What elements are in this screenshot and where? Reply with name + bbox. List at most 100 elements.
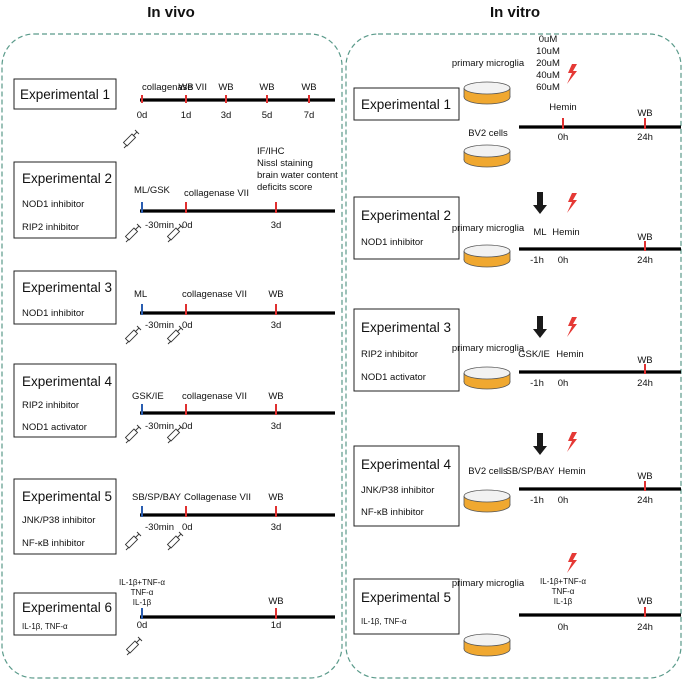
arrow-down-icon	[533, 316, 547, 338]
syringe-icon	[125, 531, 142, 551]
agent-label: IL-1β, TNF-α	[361, 617, 407, 626]
svg-text:0h: 0h	[558, 132, 569, 143]
in-vivo-experiment-3: Experimental 3 NOD1 inhibitor ML collage…	[13, 270, 335, 345]
experiment-title: Experimental 3	[22, 280, 112, 295]
in-vitro-header: In vitro	[490, 4, 540, 21]
svg-text:collagenase VII: collagenase VII	[182, 391, 247, 402]
svg-text:1d: 1d	[181, 110, 192, 121]
culture-dish-icon	[463, 489, 511, 513]
experiment-title: Experimental 2	[361, 208, 451, 223]
svg-text:0h: 0h	[558, 495, 569, 506]
arrow-down-icon	[533, 433, 547, 455]
svg-text:ML: ML	[134, 289, 147, 300]
svg-text:-1h: -1h	[530, 495, 544, 506]
experiment-label-box	[13, 78, 117, 110]
svg-text:IL-1β: IL-1β	[554, 597, 573, 606]
svg-text:-1h: -1h	[530, 255, 544, 266]
lightning-icon	[567, 317, 577, 337]
svg-text:IF/IHC: IF/IHC	[257, 146, 285, 157]
svg-text:3d: 3d	[271, 320, 282, 331]
svg-text:0h: 0h	[558, 255, 569, 266]
svg-text:0h: 0h	[558, 622, 569, 633]
experiment-label-box	[353, 196, 460, 260]
svg-text:WB: WB	[637, 232, 652, 243]
svg-text:24h: 24h	[637, 622, 653, 633]
svg-text:deficits score: deficits score	[257, 182, 312, 193]
agent-label: RIP2 inhibitor	[22, 400, 79, 411]
svg-text:SB/SP/BAY: SB/SP/BAY	[132, 492, 182, 503]
svg-text:1d: 1d	[271, 620, 282, 631]
svg-text:ML/GSK: ML/GSK	[134, 185, 171, 196]
svg-text:60uM: 60uM	[536, 82, 560, 93]
agent-label: NOD1 inhibitor	[22, 199, 84, 210]
cell-type-label: primary microglia	[452, 223, 525, 234]
cell-type-label: primary microglia	[452, 343, 525, 354]
experiment-title: Experimental 2	[22, 171, 112, 186]
svg-text:WB: WB	[268, 391, 283, 402]
svg-text:3d: 3d	[271, 220, 282, 231]
lightning-icon	[567, 193, 577, 213]
agent-label: RIP2 inhibitor	[361, 349, 418, 360]
experiment-title: Experimental 3	[361, 320, 451, 335]
svg-text:WB: WB	[259, 82, 274, 93]
svg-text:-30min: -30min	[145, 421, 174, 432]
in-vitro-experiment-4: Experimental 4 JNK/P38 inhibitor NF-κB i…	[353, 432, 681, 527]
svg-text:0d: 0d	[137, 110, 148, 121]
culture-dish-icon	[463, 244, 511, 268]
experiment-title: Experimental 5	[22, 489, 112, 504]
experiment-title: Experimental 4	[22, 374, 113, 389]
svg-text:0uM: 0uM	[539, 34, 558, 45]
svg-text:IL-1β: IL-1β	[133, 598, 152, 607]
in-vitro-experiment-5: Experimental 5 IL-1β, TNF-α primary micr…	[353, 553, 681, 657]
culture-dish-icon	[463, 81, 511, 105]
arrow-down-icon	[533, 192, 547, 214]
svg-text:-30min: -30min	[145, 220, 174, 231]
svg-text:WB: WB	[301, 82, 316, 93]
lightning-icon	[567, 64, 577, 84]
experiment-label-box	[13, 478, 117, 555]
svg-text:collagenase VII: collagenase VII	[184, 188, 249, 199]
syringe-icon	[126, 636, 143, 656]
syringe-icon	[123, 129, 140, 149]
agent-label: NOD1 activator	[22, 422, 87, 433]
svg-text:IL-1β+TNF-α: IL-1β+TNF-α	[119, 578, 165, 587]
svg-text:7d: 7d	[304, 110, 315, 121]
culture-dish-icon	[463, 144, 511, 168]
svg-text:WB: WB	[637, 471, 652, 482]
experiment-title: Experimental 4	[361, 457, 452, 472]
experiment-label-box	[13, 363, 117, 438]
svg-text:3d: 3d	[271, 421, 282, 432]
svg-text:0d: 0d	[137, 620, 148, 631]
agent-label: NF-κB inhibitor	[22, 538, 85, 549]
in-vivo-experiment-6: Experimental 6 IL-1β, TNF-α IL-1β+TNF-α …	[13, 578, 335, 656]
svg-text:IL-1β+TNF-α: IL-1β+TNF-α	[540, 577, 586, 586]
lightning-icon	[567, 432, 577, 452]
svg-text:-1h: -1h	[530, 378, 544, 389]
svg-text:0h: 0h	[558, 378, 569, 389]
experiment-title: Experimental 1	[361, 97, 451, 112]
culture-dish-icon	[463, 633, 511, 657]
svg-text:collagenase VII: collagenase VII	[182, 289, 247, 300]
syringe-icon	[125, 325, 142, 345]
svg-text:10uM: 10uM	[536, 46, 560, 57]
svg-text:40uM: 40uM	[536, 70, 560, 81]
svg-text:WB: WB	[268, 492, 283, 503]
svg-text:20uM: 20uM	[536, 58, 560, 69]
in-vivo-experiment-4: Experimental 4 RIP2 inhibitor NOD1 activ…	[13, 363, 335, 444]
svg-text:-30min: -30min	[145, 522, 174, 533]
experiment-label-box	[353, 445, 460, 527]
svg-text:5d: 5d	[262, 110, 273, 121]
svg-text:WB: WB	[218, 82, 233, 93]
syringe-icon	[125, 424, 142, 444]
svg-text:0d: 0d	[182, 220, 193, 231]
in-vivo-experiment-5: Experimental 5 JNK/P38 inhibitor NF-κB i…	[13, 478, 335, 555]
svg-text:Nissl staining: Nissl staining	[257, 158, 313, 169]
syringe-icon	[125, 223, 142, 243]
in-vitro-panel	[345, 33, 682, 679]
svg-text:24h: 24h	[637, 255, 653, 266]
svg-text:SB/SP/BAY: SB/SP/BAY	[506, 466, 556, 477]
svg-text:WB: WB	[268, 289, 283, 300]
cell-type-label: BV2 cells	[468, 466, 508, 477]
svg-text:3d: 3d	[271, 522, 282, 533]
